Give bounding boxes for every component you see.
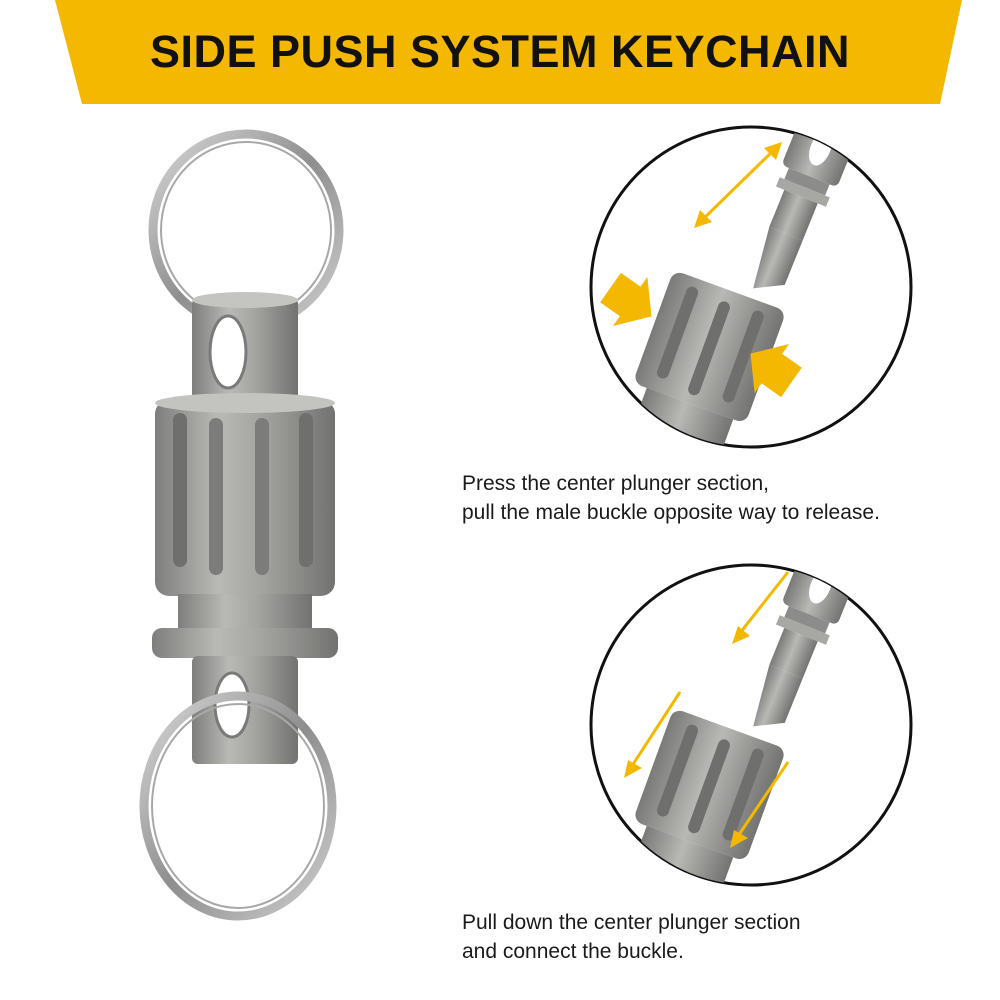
release-detail-circle bbox=[589, 125, 913, 449]
push-direction-arrow-top bbox=[734, 571, 790, 639]
header-banner bbox=[55, 0, 962, 104]
plunger-body bbox=[155, 400, 335, 596]
page-title: SIDE PUSH SYSTEM KEYCHAIN bbox=[149, 26, 851, 77]
connect-instruction: Pull down the center plunger section and… bbox=[462, 908, 801, 966]
push-direction-arrow-right bbox=[732, 761, 790, 843]
release-instruction-line-1: Press the center plunger section, bbox=[462, 472, 770, 495]
press-arrow-right bbox=[750, 343, 802, 398]
pull-direction-arrow bbox=[696, 144, 780, 226]
connect-instruction-line-1: Pull down the center plunger section bbox=[462, 911, 801, 934]
bottom-split-ring bbox=[139, 691, 337, 921]
release-instruction: Press the center plunger section, pull t… bbox=[462, 469, 880, 527]
press-arrow-left bbox=[600, 272, 652, 327]
push-direction-arrow-left bbox=[626, 691, 682, 773]
connect-instruction-line-2: and connect the buckle. bbox=[462, 940, 684, 963]
flange bbox=[152, 628, 338, 658]
connect-detail-circle bbox=[589, 563, 913, 887]
release-instruction-line-2: pull the male buckle opposite way to rel… bbox=[462, 501, 880, 524]
keychain-product-image bbox=[139, 129, 344, 921]
